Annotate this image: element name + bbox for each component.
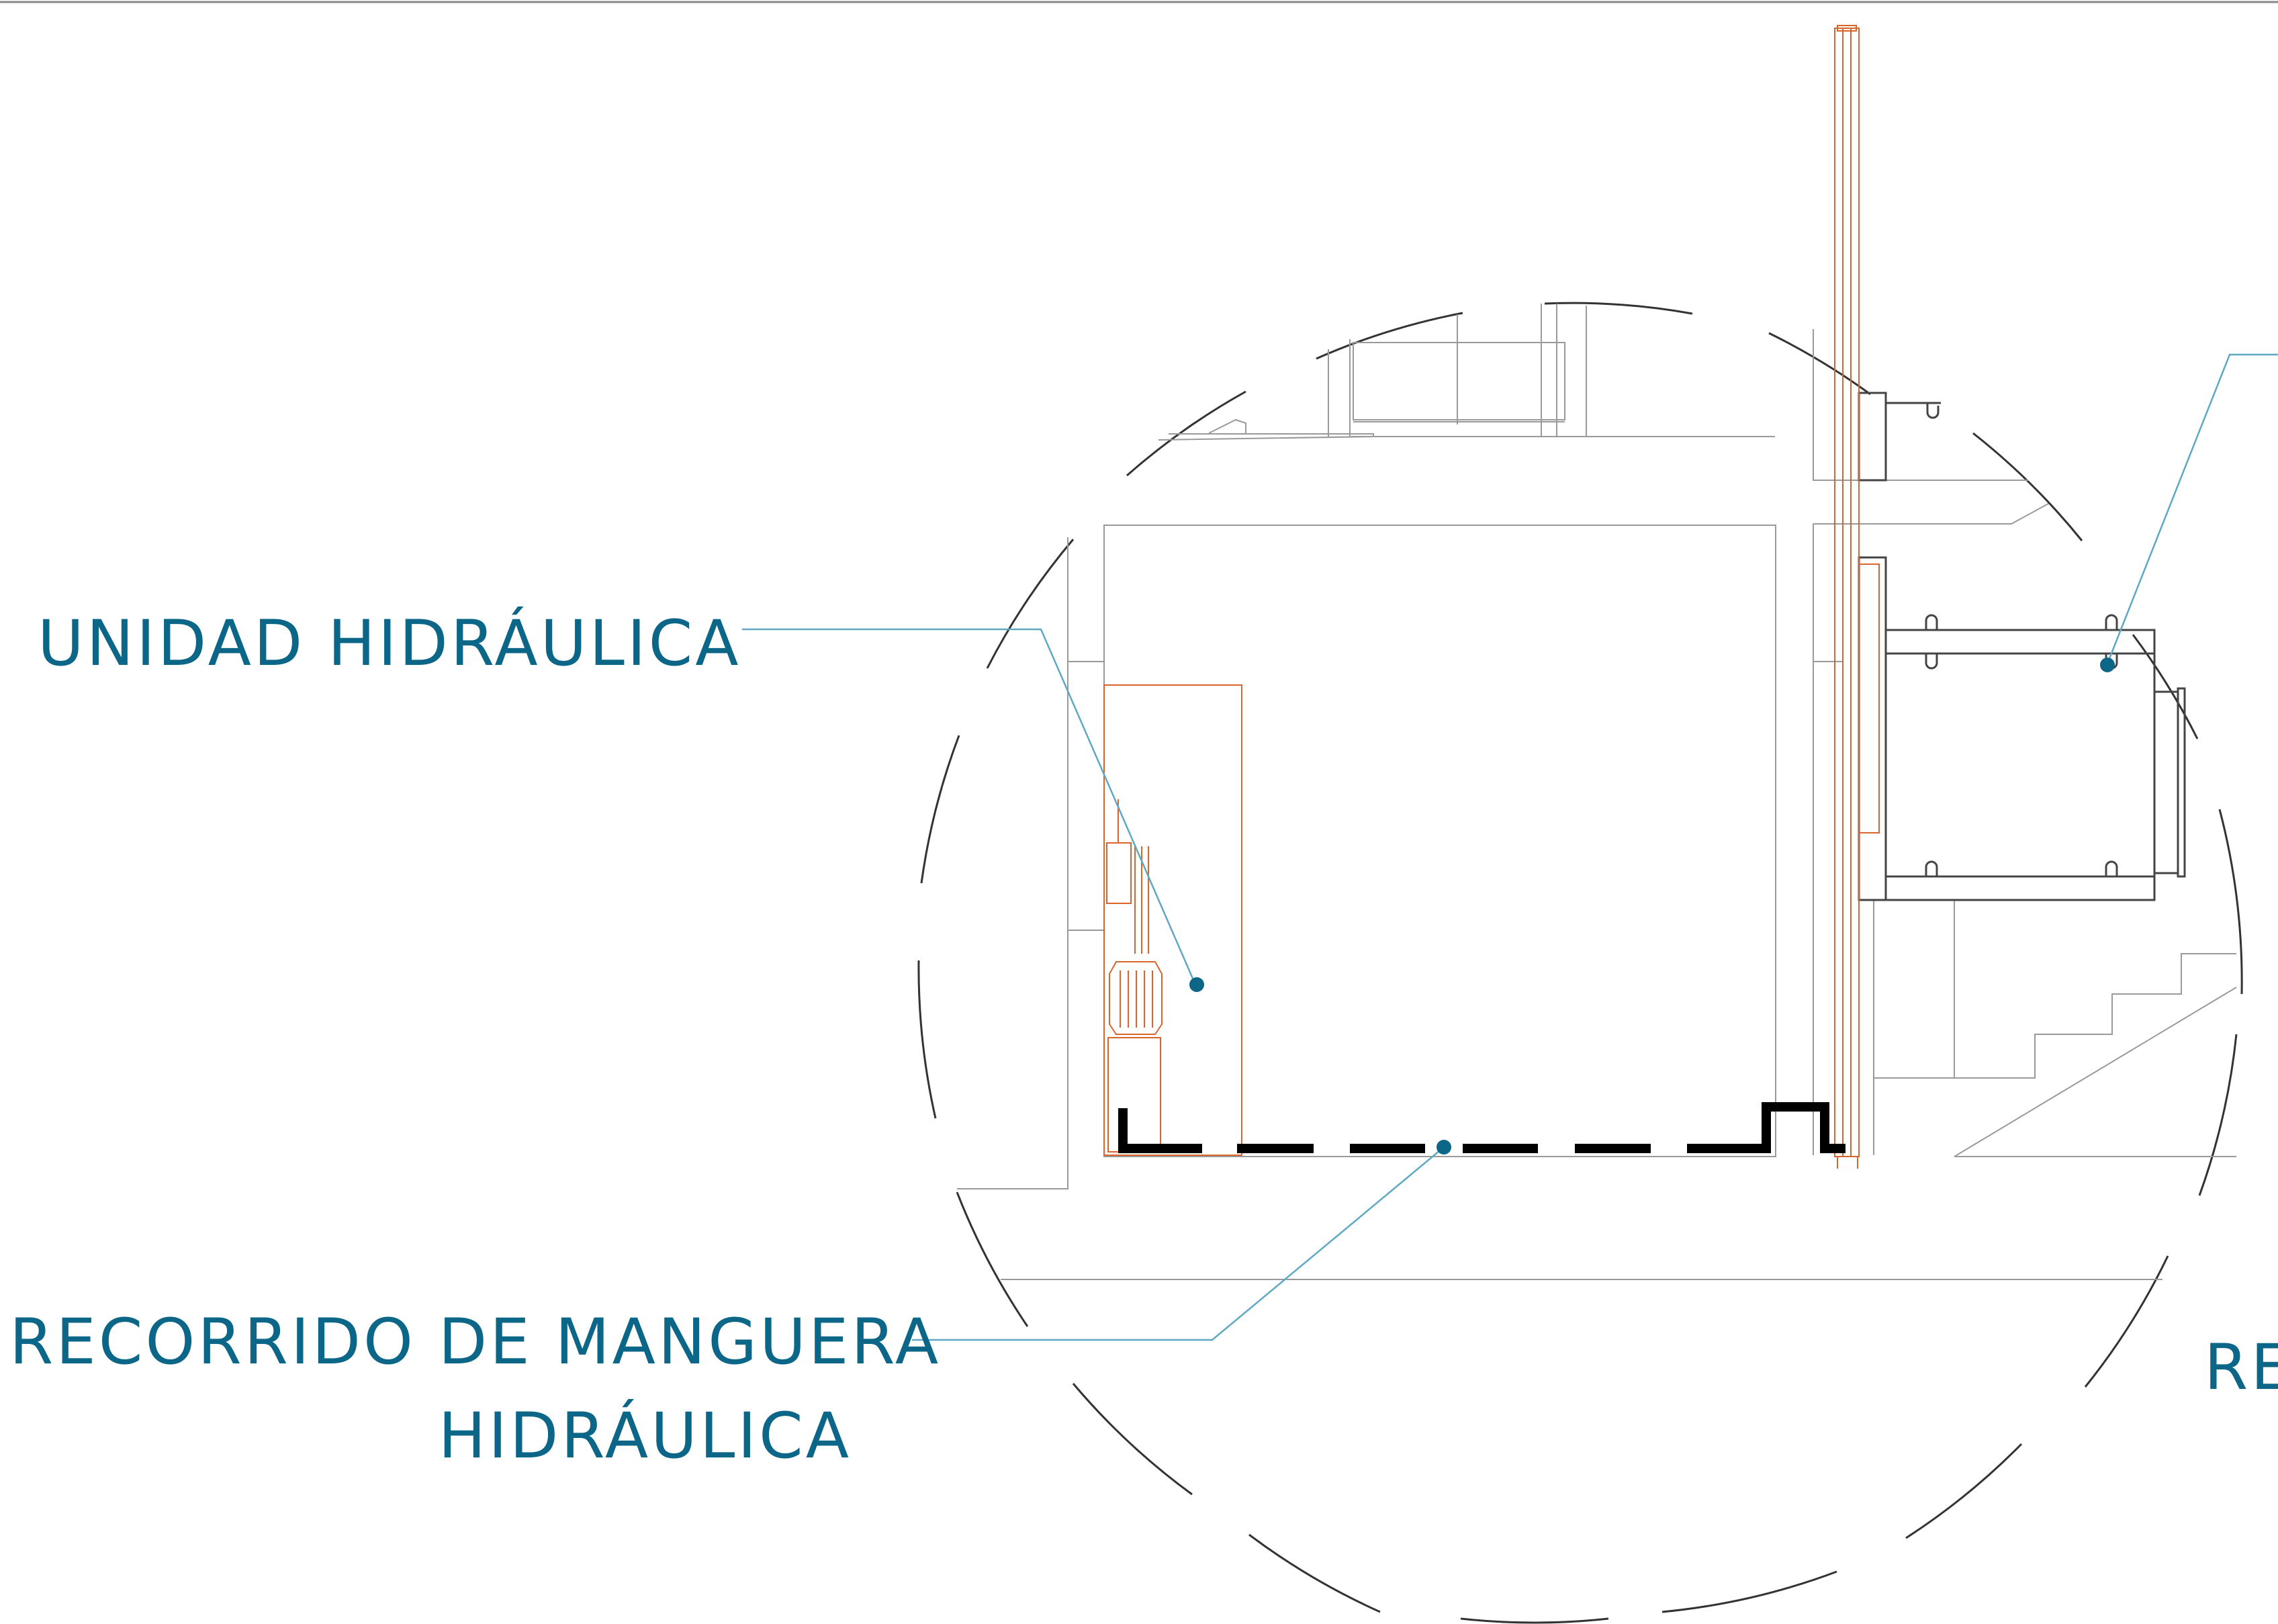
hydraulic-equipment: [1103, 25, 1880, 1169]
hydraulic-unit-label: UNIDAD HIDRÁULICA: [38, 607, 741, 680]
leader-dots: [1189, 658, 2115, 1155]
hose-route-label: RECORRIDO DE MANGUERA HIDRÁULICA: [9, 1306, 942, 1499]
detail-circle: [917, 302, 2243, 1624]
hose-route-label-line1: RECORRIDO DE MANGUERA: [9, 1306, 942, 1379]
cut-off-label: RE: [2204, 1331, 2278, 1404]
building-structure: [957, 304, 2237, 1280]
hose-route: [1118, 1102, 1846, 1153]
hose-route-label-line2: HIDRÁULICA: [438, 1400, 852, 1473]
platform-assembly: [1858, 392, 2186, 901]
leader-lines: [742, 353, 2278, 1341]
